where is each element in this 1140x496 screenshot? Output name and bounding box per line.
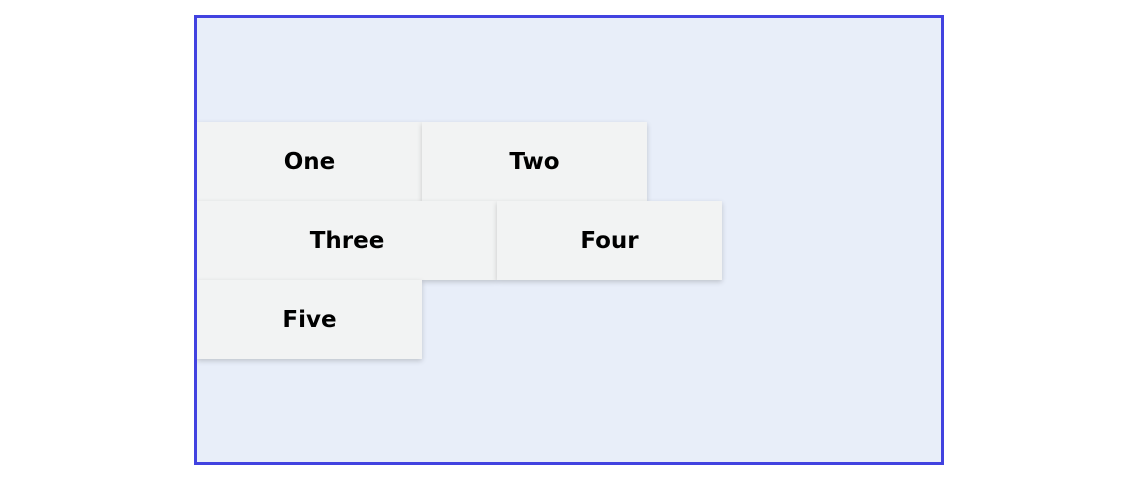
item-four-label: Four [580, 227, 639, 254]
item-four[interactable]: Four [497, 201, 722, 280]
item-three-label: Three [309, 227, 385, 254]
item-one[interactable]: One [197, 122, 422, 201]
item-one-label: One [283, 148, 336, 175]
item-two[interactable]: Two [422, 122, 647, 201]
item-five[interactable]: Five [197, 280, 422, 359]
item-five-label: Five [282, 306, 337, 333]
item-three[interactable]: Three [197, 201, 497, 280]
item-two-label: Two [509, 148, 560, 175]
layout-container: One Two Three Four Five [194, 15, 944, 465]
